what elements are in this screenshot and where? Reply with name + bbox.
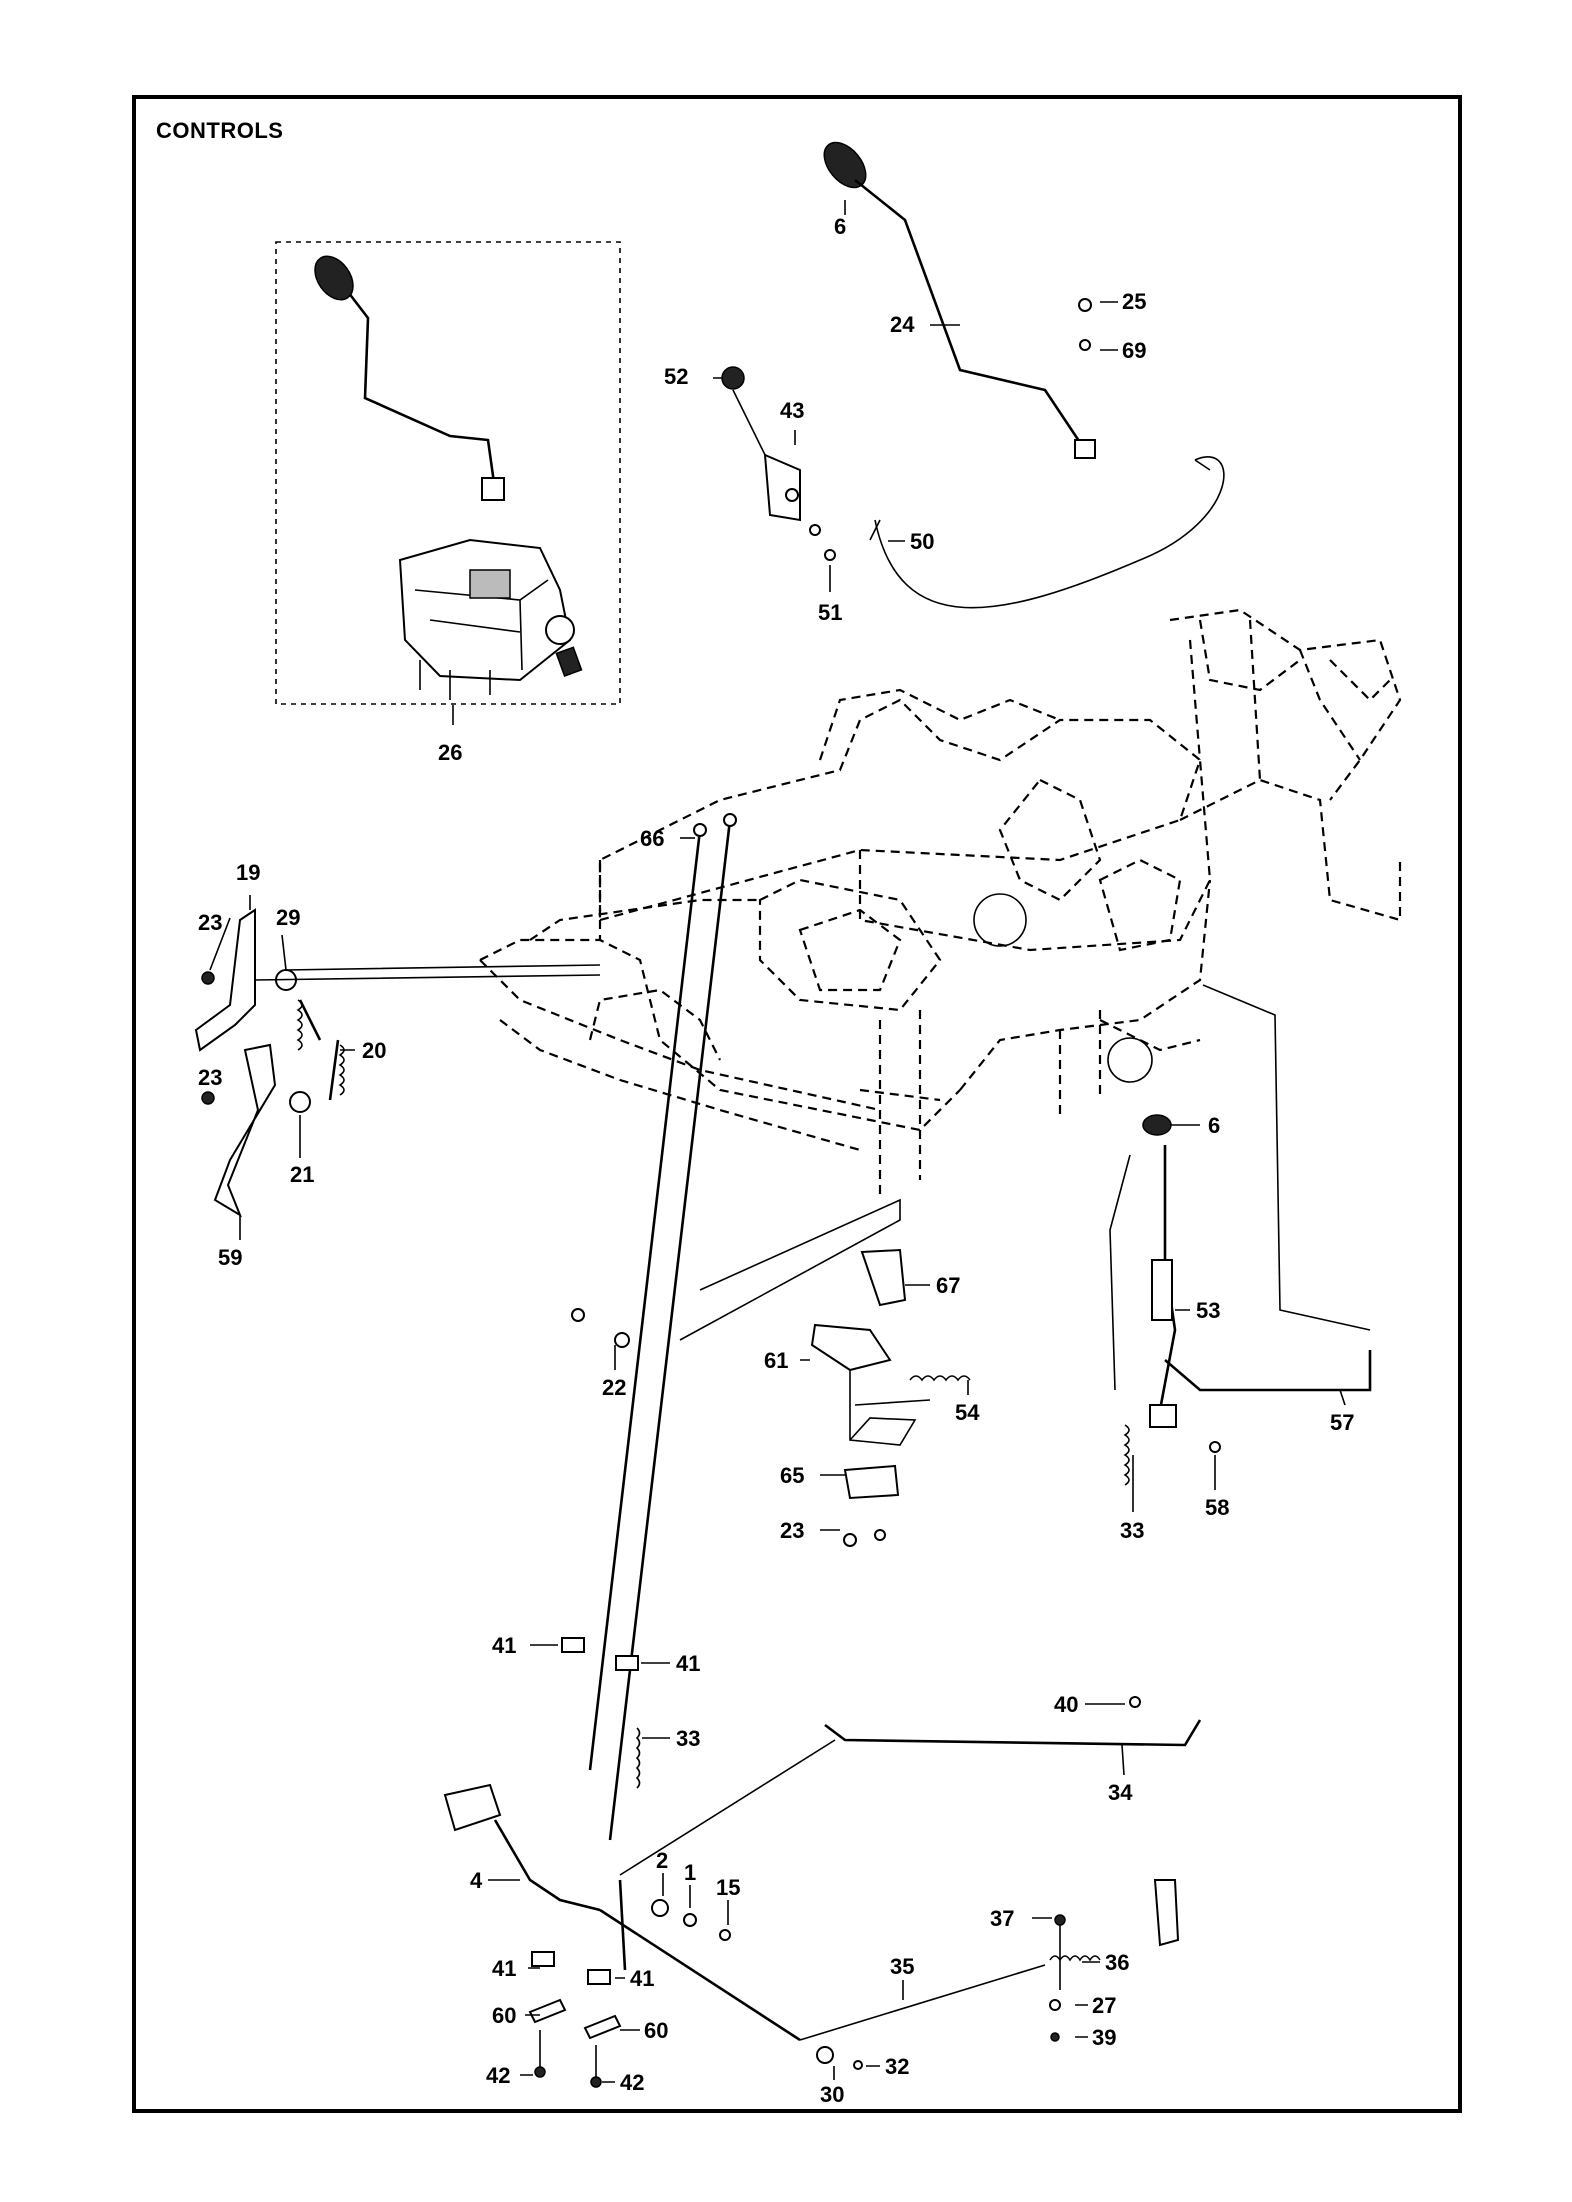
- inset-transmission: [398, 538, 583, 700]
- label-52: 52: [664, 364, 688, 389]
- label-41a: 41: [492, 1633, 516, 1658]
- label-39: 39: [1092, 2025, 1116, 2050]
- label-4: 4: [470, 1868, 483, 1893]
- label-33b: 33: [676, 1726, 700, 1751]
- label-6: 6: [834, 214, 846, 239]
- part-labels: 6 24 25 69 52 43 50 51 26 66 19 23 29 20…: [198, 214, 1354, 2107]
- label-61: 61: [764, 1348, 788, 1373]
- label-43: 43: [780, 398, 804, 423]
- label-54: 54: [955, 1400, 980, 1425]
- inset-gear-lever: [314, 255, 505, 501]
- label-60b: 60: [644, 2018, 668, 2043]
- pedal-arms: [194, 908, 601, 1218]
- bracket-43: [721, 366, 836, 561]
- label-19: 19: [236, 860, 260, 885]
- label-15: 15: [716, 1875, 740, 1900]
- label-2: 2: [656, 1848, 668, 1873]
- label-41b: 41: [676, 1651, 700, 1676]
- label-25: 25: [1122, 289, 1146, 314]
- label-57: 57: [1330, 1410, 1354, 1435]
- label-29: 29: [276, 905, 300, 930]
- label-69: 69: [1122, 338, 1146, 363]
- label-34: 34: [1108, 1780, 1133, 1805]
- label-37: 37: [990, 1906, 1014, 1931]
- inset-box-26: [275, 241, 621, 705]
- label-20: 20: [362, 1038, 386, 1063]
- label-22: 22: [602, 1375, 626, 1400]
- label-21: 21: [290, 1162, 314, 1187]
- label-41d: 41: [630, 1966, 654, 1991]
- label-32: 32: [885, 2054, 909, 2079]
- label-33a: 33: [1120, 1518, 1144, 1543]
- label-41c: 41: [492, 1956, 516, 1981]
- label-67: 67: [936, 1273, 960, 1298]
- chassis-frame: [479, 608, 1402, 1200]
- label-27: 27: [1092, 1993, 1116, 2018]
- label-35: 35: [890, 1954, 914, 1979]
- label-23c: 23: [780, 1518, 804, 1543]
- diagram-frame: [132, 95, 1462, 2113]
- pedal-61: [571, 1248, 971, 1547]
- label-1: 1: [684, 1860, 696, 1885]
- label-58: 58: [1205, 1495, 1229, 1520]
- lever-53: [1109, 984, 1372, 1486]
- lever-24: [823, 141, 1096, 459]
- label-53: 53: [1196, 1298, 1220, 1323]
- label-50: 50: [910, 529, 934, 554]
- label-40: 40: [1054, 1692, 1078, 1717]
- lower-linkage: [443, 1637, 1202, 2088]
- label-6b: 6: [1208, 1113, 1220, 1138]
- label-42b: 42: [620, 2070, 644, 2095]
- label-23a: 23: [198, 910, 222, 935]
- cable-50: [869, 456, 1225, 609]
- label-66: 66: [640, 826, 664, 851]
- label-51: 51: [818, 600, 842, 625]
- rods-66: [588, 813, 737, 1841]
- label-36: 36: [1105, 1950, 1129, 1975]
- leader-lines: [209, 200, 1346, 2083]
- label-60a: 60: [492, 2003, 516, 2028]
- page-title: CONTROLS: [156, 118, 284, 143]
- label-24: 24: [890, 312, 915, 337]
- label-42a: 42: [486, 2063, 510, 2088]
- label-30: 30: [820, 2082, 844, 2107]
- cable-35: [599, 1879, 1180, 2070]
- label-59: 59: [218, 1245, 242, 1270]
- label-26: 26: [438, 740, 462, 765]
- label-65: 65: [780, 1463, 804, 1488]
- label-23b: 23: [198, 1065, 222, 1090]
